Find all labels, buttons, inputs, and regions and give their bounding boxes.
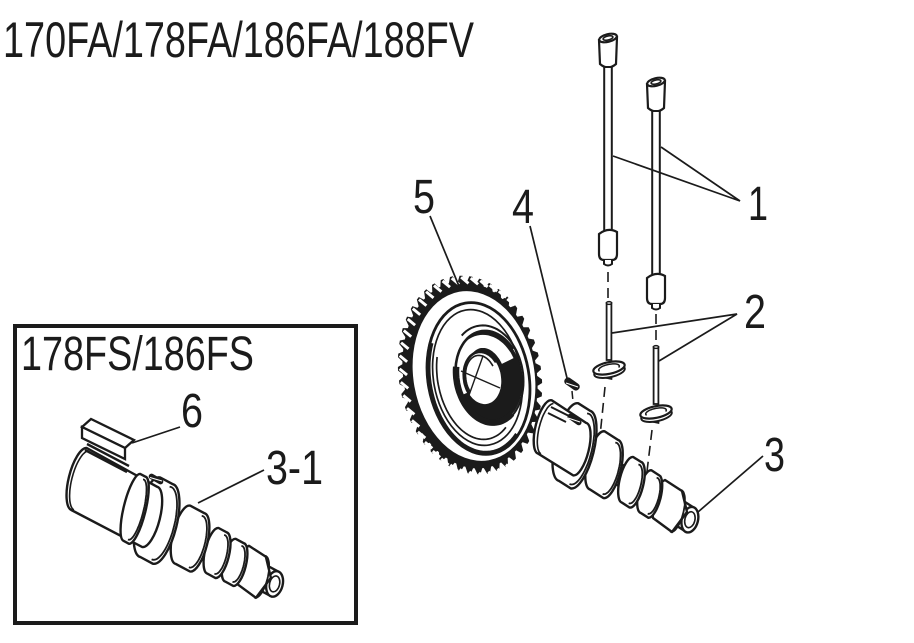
svg-text:4: 4 <box>512 181 534 234</box>
svg-text:6: 6 <box>181 385 203 438</box>
svg-text:178FS/186FS: 178FS/186FS <box>21 328 254 381</box>
svg-text:170FA/178FA/186FA/188FV: 170FA/178FA/186FA/188FV <box>3 12 474 68</box>
svg-text:1: 1 <box>748 178 768 231</box>
svg-text:2: 2 <box>744 286 766 339</box>
svg-text:5: 5 <box>413 171 435 224</box>
svg-text:3: 3 <box>764 429 785 482</box>
svg-text:3-1: 3-1 <box>266 442 323 495</box>
